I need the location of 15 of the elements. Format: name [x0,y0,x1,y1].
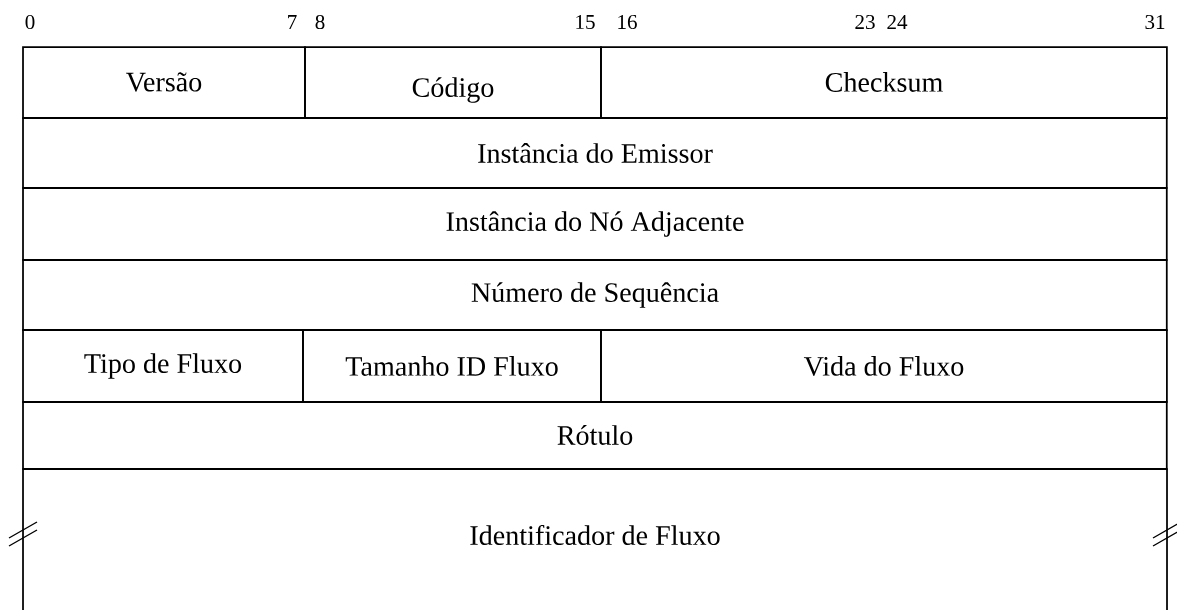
field-box: Checksum [600,46,1168,119]
bit-number: 8 [315,14,325,30]
field-box: Tamanho ID Fluxo [302,329,602,403]
field-box: Instância do Nó Adjacente [22,187,1168,261]
field-box: Identificador de Fluxo [22,468,1168,610]
field-box: Rótulo [22,401,1168,470]
field-box: Versão [22,46,306,119]
field-box: Tipo de Fluxo [22,329,304,403]
field-box: Número de Sequência [22,259,1168,331]
field-box: Código [304,46,602,119]
bit-number: 7 [288,15,297,29]
bit-number: 15 [576,14,595,30]
bit-number: 16 [618,14,637,30]
field-box: Instância do Emissor [22,117,1168,189]
field-box: Vida do Fluxo [600,329,1168,403]
